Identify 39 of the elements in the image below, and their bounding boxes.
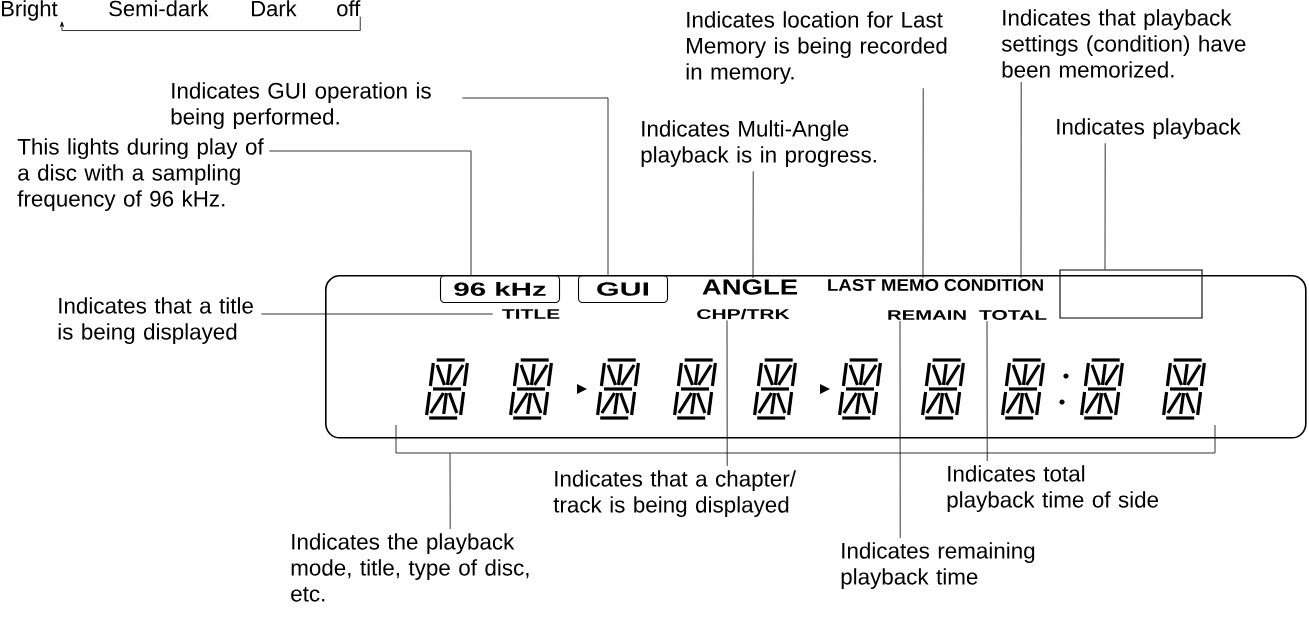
leader-line bbox=[899, 320, 901, 539]
state-label: off bbox=[337, 0, 361, 17]
indicator-label: CHP/TRK bbox=[697, 308, 790, 320]
indicator-label: REMAIN bbox=[888, 310, 966, 320]
segment-display-drawing bbox=[425, 358, 1206, 420]
indicator-label: LAST MEMO bbox=[828, 279, 939, 291]
callout-text: Indicates that a title is being displayed bbox=[58, 297, 253, 345]
indicator-label: ANGLE bbox=[702, 279, 798, 295]
leader-line bbox=[726, 320, 728, 467]
callout-text: Indicates total playback time of side bbox=[947, 465, 1159, 513]
leader-line bbox=[269, 150, 472, 276]
leader-line bbox=[1020, 81, 1022, 279]
callout-text: Indicates remaining playback time bbox=[841, 542, 1035, 590]
leader-line bbox=[986, 320, 988, 462]
state-label: Semi-dark bbox=[109, 0, 209, 17]
indicator-box bbox=[1059, 269, 1203, 319]
leader-line bbox=[261, 313, 494, 315]
indicator-label: TOTAL bbox=[979, 310, 1047, 320]
leader-line bbox=[752, 170, 754, 279]
return-arrow bbox=[59, 16, 361, 31]
leader-line bbox=[462, 97, 609, 276]
state-label: Bright bbox=[2, 0, 58, 21]
callout-text: Indicates location for Last Memory is being recorded in memory. bbox=[686, 11, 947, 85]
callout-text: Indicates GUI operation is being performed. bbox=[171, 82, 431, 130]
callout-text: Indicates Multi-Angle playback is in progress. bbox=[641, 120, 876, 168]
callout-text: This lights during play of a disc with a sampling frequency of 96 kHz. bbox=[17, 138, 264, 212]
display-frame bbox=[325, 275, 1307, 439]
callout-text: Indicates that playback settings (condition) have been memorized. bbox=[1001, 9, 1246, 78]
leader-line bbox=[922, 87, 924, 279]
callout-text: Indicates that a chapter/ track is being displayed bbox=[553, 470, 796, 518]
indicator-label: CONDITION bbox=[944, 279, 1043, 291]
indicator-box: 96 kHz bbox=[439, 274, 561, 304]
indicator-box: GUI bbox=[577, 274, 669, 304]
leader-line bbox=[1104, 142, 1106, 270]
callout-text: Indicates the playback mode, title, type of disc, etc. bbox=[291, 533, 529, 602]
leader-line bbox=[449, 452, 451, 530]
state-label: Dark bbox=[252, 0, 297, 17]
callout-text: Indicates playback bbox=[1057, 118, 1241, 140]
indicator-label: TITLE bbox=[502, 309, 560, 319]
